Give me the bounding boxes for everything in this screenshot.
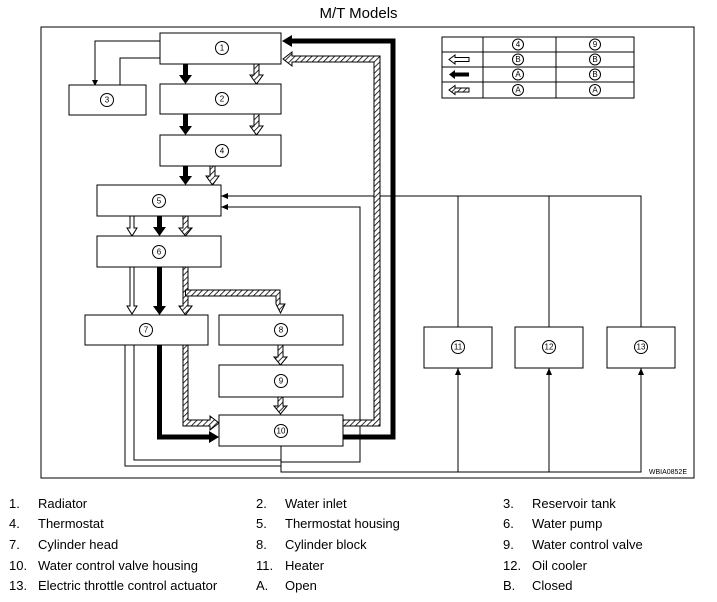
- table-row3-col4: A: [515, 86, 521, 95]
- component-label-7: 7: [144, 326, 149, 335]
- black-arrow-icon: [449, 70, 469, 79]
- component-label-3: 3: [105, 96, 110, 105]
- flow-state-table: 4 9 B B A B A A: [441, 36, 635, 99]
- table-row2-col4: A: [515, 70, 521, 79]
- component-box-6: 6: [96, 235, 222, 268]
- component-box-2: 2: [159, 83, 282, 115]
- table-row3-col9: A: [592, 86, 598, 95]
- hatched-arrow-icon: [448, 84, 470, 96]
- component-box-5: 5: [96, 184, 222, 217]
- component-label-9: 9: [279, 377, 284, 386]
- component-label-11: 11: [454, 343, 463, 352]
- component-label-2: 2: [220, 95, 225, 104]
- component-label-6: 6: [157, 248, 162, 257]
- diagram-title: M/T Models: [319, 5, 398, 22]
- component-box-9: 9: [218, 364, 344, 398]
- table-row1-col4: B: [515, 55, 520, 64]
- component-box-11: 11: [423, 326, 493, 369]
- thin-coolant-lines: [92, 40, 644, 473]
- component-label-8: 8: [279, 326, 284, 335]
- component-box-7: 7: [84, 314, 209, 346]
- component-label-12: 12: [545, 343, 554, 352]
- white-arrow-icon: [448, 54, 470, 65]
- figure-code: WBIA0852E: [649, 469, 687, 476]
- component-box-4: 4: [159, 134, 282, 167]
- table-row1-col9: B: [592, 55, 597, 64]
- table-header-9: 9: [593, 40, 598, 49]
- component-box-1: 1: [159, 32, 282, 65]
- hatched-flow-arrows: [177, 50, 381, 432]
- white-flow-arrows: [126, 215, 138, 315]
- component-box-3: 3: [68, 84, 147, 116]
- diagram-frame: [40, 26, 695, 479]
- component-label-4: 4: [220, 147, 225, 156]
- coolant-flow-diagram: 1 3 2 4 5 6 7 8 9 10: [40, 26, 695, 479]
- component-box-10: 10: [218, 414, 344, 447]
- component-legend: 1.Radiator 2.Water inlet 3.Reservoir tan…: [9, 496, 643, 593]
- component-label-10: 10: [277, 427, 286, 436]
- component-box-12: 12: [514, 326, 584, 369]
- component-label-1: 1: [220, 44, 225, 53]
- component-label-13: 13: [637, 343, 646, 352]
- component-box-13: 13: [606, 326, 676, 369]
- table-header-4: 4: [516, 40, 521, 49]
- component-box-8: 8: [218, 314, 344, 346]
- black-flow-arrows: [153, 35, 396, 443]
- component-label-5: 5: [157, 197, 162, 206]
- table-row2-col9: B: [592, 70, 597, 79]
